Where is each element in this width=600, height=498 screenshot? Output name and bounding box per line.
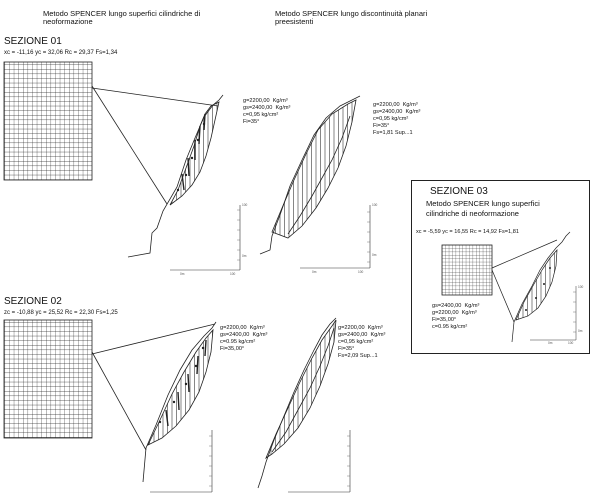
section-03-params: gs=2400,00 Kg/m³ g=2200,00 Kg/m³ Fi=35,0…: [432, 303, 480, 330]
section-03-radius-line: [491, 239, 558, 269]
section-01-axis-b: [300, 205, 371, 269]
axis-tick-label: 0m: [180, 272, 185, 276]
section-03-subtitle: Metodo SPENCER lungo superfici cilindric…: [426, 199, 540, 219]
section-02-axis-b: [288, 430, 351, 493]
axis-tick-label: 100: [242, 203, 248, 207]
section-01-axis-a: [170, 205, 241, 271]
section-01-center-grid: [3, 61, 93, 181]
section-02-axis-a: [150, 430, 213, 493]
section-02-radius-line: [91, 323, 216, 355]
axis-tick-label: 0m: [372, 253, 377, 257]
section-01-planar-sliding-mass: [271, 99, 357, 239]
section-02-center-grid: [3, 319, 93, 439]
axis-tick-label: 0m: [578, 329, 583, 333]
axis-tick-label: 0m: [242, 254, 247, 258]
section-01-slice-forces: [181, 113, 206, 191]
section-02-info: zc = -10,88 yc = 25,52 Rc = 22,30 Fs=1,2…: [4, 310, 118, 316]
header-cylindrical: Metodo SPENCER lungo superfici cilindric…: [43, 9, 201, 27]
section-01-info: xc = -11,16 yc = 32,06 Rc = 29,37 Fs=1,3…: [4, 50, 118, 56]
axis-tick-label: 100: [372, 203, 378, 207]
header-planar: Metodo SPENCER lungo discontinuità plana…: [275, 9, 428, 27]
section-03-panel: [411, 180, 590, 354]
axis-tick-label: 100: [578, 285, 584, 289]
section-03-axis: [530, 286, 577, 341]
section-03-cylindrical-drawing: [441, 231, 571, 343]
section-03-center-grid: [441, 244, 493, 296]
axis-tick-label: 100: [358, 270, 364, 274]
axis-tick-label: 100: [230, 272, 236, 276]
section-01-title: SEZIONE 01: [4, 36, 62, 47]
section-01-radius-line: [91, 85, 168, 205]
section-02-params-planar: g=2200,00 Kg/m³ gs=2400,00 Kg/m³ c=0,95 …: [338, 325, 386, 359]
section-02-sliding-mass: [147, 328, 214, 446]
section-03-sliding-mass: [515, 248, 558, 321]
section-02-planar-sliding-mass: [265, 319, 337, 460]
section-02-planar-ground-profile: [257, 317, 337, 489]
section-02-radius-line: [91, 351, 147, 451]
section-03-radius-line: [491, 269, 515, 323]
section-01-params-planar: g=2200,00 Kg/m³ gs=2400,00 Kg/m³ c=0,95 …: [373, 102, 421, 136]
section-01-cylindrical-drawing: [3, 61, 224, 258]
axis-tick-label: 0m: [548, 341, 553, 345]
section-01-radius-line: [91, 87, 219, 107]
section-03-info: xc = -5,59 yc = 16,55 Rc = 14,92 Fs=1,81: [416, 229, 519, 235]
axis-tick-label: 0m: [312, 270, 317, 274]
section-02-params-cylindrical: g=2200,00 Kg/m³ gs=2400,00 Kg/m³ c=0.95 …: [220, 325, 268, 352]
section-02-ground-profile: [142, 321, 217, 483]
axis-tick-label: 100: [568, 341, 574, 345]
section-02-title: SEZIONE 02: [4, 296, 62, 307]
section-02-slice-forces: [165, 339, 207, 427]
section-01-params-cylindrical: g=2200,00 Kg/m³ gs=2400,00 Kg/m³ c=0,95 …: [243, 98, 291, 125]
section-03-title: SEZIONE 03: [430, 186, 488, 197]
section-01-planar-drawing: [259, 95, 361, 255]
section-01-planar-ground-profile: [259, 95, 361, 255]
section-03-ground-profile: [511, 231, 571, 343]
section-02-planar-drawing: [257, 317, 337, 489]
section-02-cylindrical-drawing: [3, 319, 217, 483]
